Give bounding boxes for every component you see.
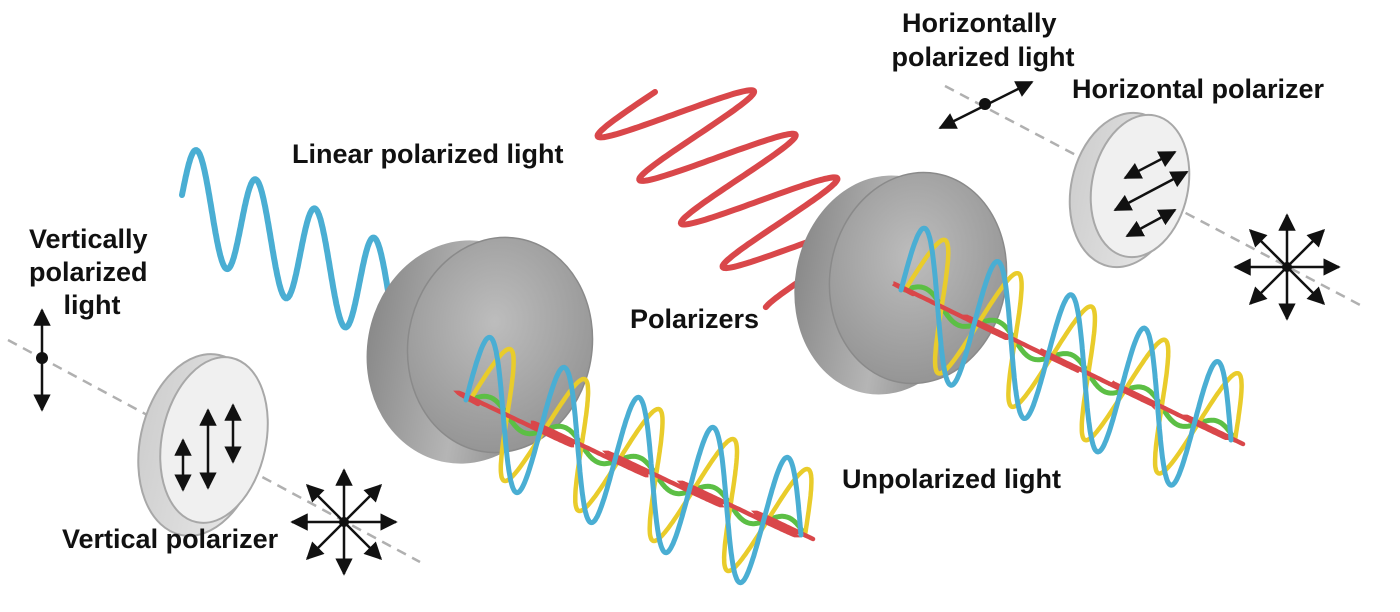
unpolarized-star-left-icon: [290, 468, 398, 576]
vertical-polarization-indicator: [33, 308, 51, 412]
label-horizontal-polarizer: Horizontal polarizer: [1072, 74, 1325, 104]
unpolarized-wave-bundle-left: [453, 334, 816, 586]
unpolarized-star-right-icon: [1233, 213, 1341, 321]
vertically-polarized-wave: [179, 147, 398, 334]
label-vertically-polarized-light: Vertically polarized light: [29, 224, 155, 320]
vertical-polarizer-disk: [137, 353, 269, 537]
horizontally-polarized-wave: [594, 87, 883, 311]
horizontal-polarizer-disk: [1068, 111, 1191, 269]
polarizer-disk-left: [366, 236, 594, 464]
label-unpolarized-light: Unpolarized light: [842, 464, 1061, 494]
horizontal-polarization-indicator: [938, 80, 1034, 130]
unpolarized-wave-bundle-right: [891, 225, 1246, 488]
label-horizontally-polarized-light: Horizontally polarized light: [891, 8, 1074, 72]
label-linear-polarized-light: Linear polarized light: [292, 139, 564, 169]
label-vertical-polarizer: Vertical polarizer: [62, 524, 279, 554]
label-polarizers: Polarizers: [630, 304, 759, 334]
